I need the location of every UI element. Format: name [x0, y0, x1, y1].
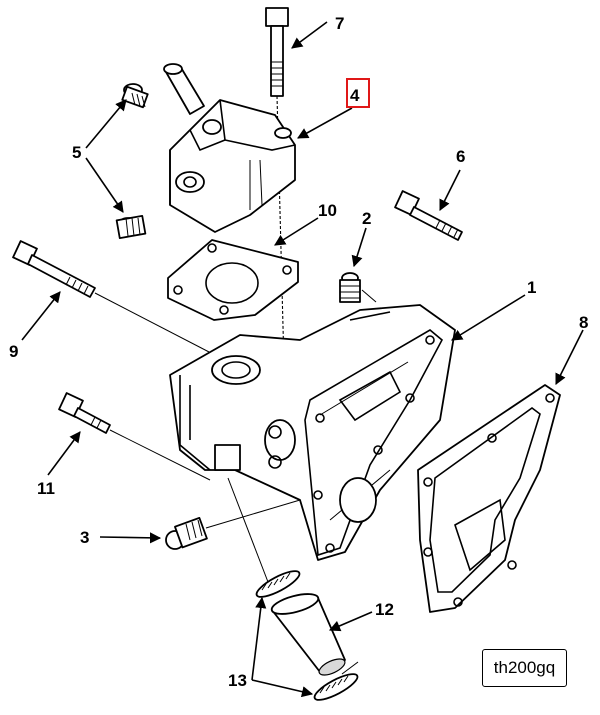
leader-lines [21, 21, 584, 698]
callout-9: 9 [9, 342, 18, 361]
reference-code: th200gq [493, 658, 556, 677]
callout-2: 2 [362, 209, 371, 228]
plug-part-2 [339, 272, 361, 303]
clamp-part-13-lower [313, 673, 359, 701]
main-housing-part-1 [169, 304, 456, 561]
callout-4: 4 [350, 86, 360, 105]
bolt-part-9 [12, 240, 96, 298]
elbow-housing-part-4 [163, 63, 296, 233]
bolt-part-7 [265, 7, 289, 97]
callout-6: 6 [456, 147, 465, 166]
callout-7: 7 [335, 14, 344, 33]
callout-1: 1 [527, 278, 536, 297]
clamp-part-13-upper [255, 570, 301, 598]
fitting-part-3 [165, 516, 208, 550]
bolt-part-11 [58, 392, 111, 434]
reference-code-box: th200gq [482, 649, 567, 687]
callout-3: 3 [80, 528, 89, 547]
callout-4-highlight-box [346, 78, 370, 108]
plug-part-5-upper [121, 83, 149, 109]
plug-part-5-lower [115, 214, 147, 240]
callout-5: 5 [72, 143, 81, 162]
gasket-part-8 [417, 384, 561, 613]
bolt-part-6 [394, 190, 463, 241]
callout-13: 13 [228, 671, 247, 690]
callout-10: 10 [318, 201, 337, 220]
hose-part-12 [270, 593, 346, 676]
callout-8: 8 [579, 313, 588, 332]
callout-11: 11 [37, 479, 55, 498]
gasket-part-10 [167, 239, 299, 321]
callout-12: 12 [375, 600, 394, 619]
